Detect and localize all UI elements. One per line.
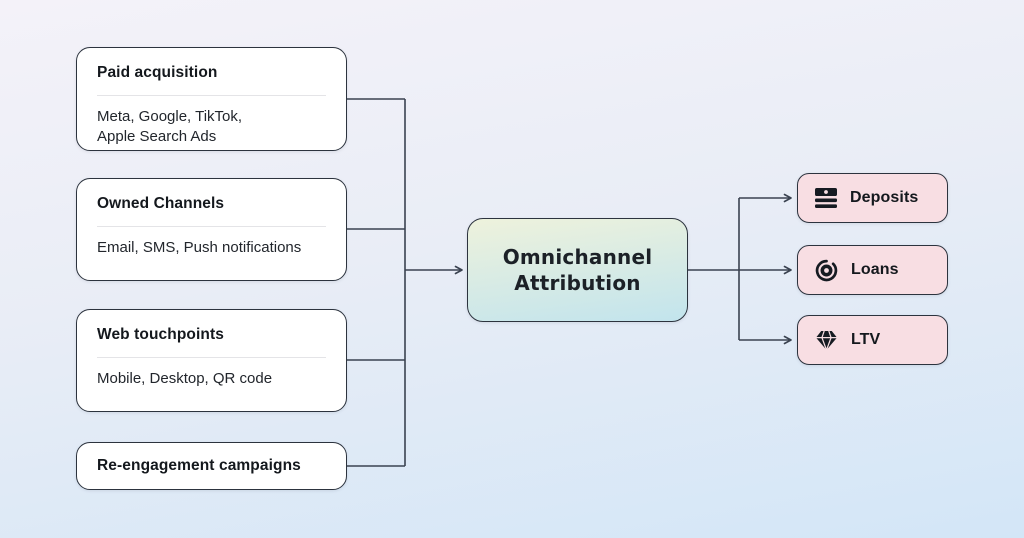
node-body: Meta, Google, TikTok, Apple Search Ads xyxy=(97,108,243,145)
output-label: Deposits xyxy=(850,189,919,206)
divider xyxy=(97,95,326,96)
node-omnichannel-attribution: Omnichannel Attribution xyxy=(467,218,688,322)
hub-title: Omnichannel Attribution xyxy=(502,244,653,295)
source-stub-lines xyxy=(347,98,405,467)
node-title: Paid acquisition xyxy=(97,64,218,81)
node-ltv: LTV xyxy=(797,315,948,365)
deposits-cash-stack-icon xyxy=(815,188,837,208)
node-re-engagement-campaigns: Re-engagement campaigns xyxy=(76,442,347,490)
divider xyxy=(97,357,326,358)
loans-coin-target-icon xyxy=(815,259,838,282)
node-body: Email, SMS, Push notifications xyxy=(97,239,302,256)
node-web-touchpoints: Web touchpoints Mobile, Desktop, QR code xyxy=(76,309,347,412)
output-label: LTV xyxy=(851,331,881,348)
output-label: Loans xyxy=(851,261,899,278)
node-paid-acquisition: Paid acquisition Meta, Google, TikTok, A… xyxy=(76,47,347,151)
node-title: Re-engagement campaigns xyxy=(97,457,301,474)
node-title: Owned Channels xyxy=(97,195,225,212)
node-title: Web touchpoints xyxy=(97,326,224,343)
node-body: Mobile, Desktop, QR code xyxy=(97,370,273,387)
node-loans: Loans xyxy=(797,245,948,295)
divider xyxy=(97,226,326,227)
node-deposits: Deposits xyxy=(797,173,948,223)
node-owned-channels: Owned Channels Email, SMS, Push notifica… xyxy=(76,178,347,281)
ltv-gem-icon xyxy=(815,330,838,351)
